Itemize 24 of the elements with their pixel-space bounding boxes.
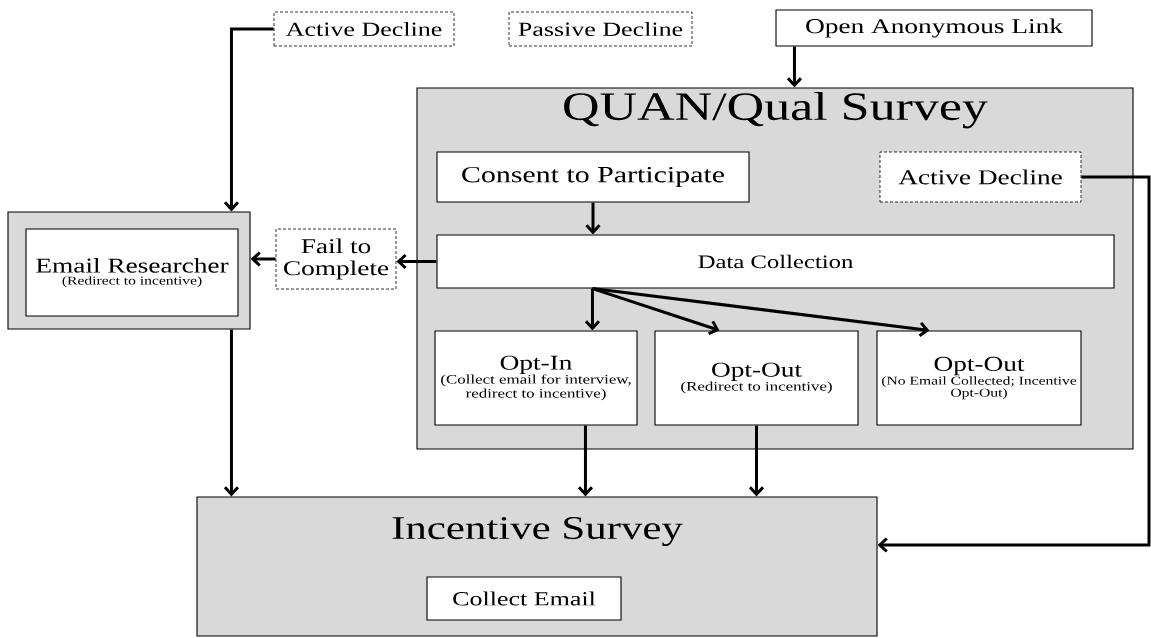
arrow: [877, 175, 1151, 553]
process-box: Collect Email: [426, 576, 622, 621]
decline-box: Fail to Complete: [275, 228, 397, 290]
arrow: [223, 329, 240, 497]
arrow: [592, 287, 720, 336]
arrow: [584, 288, 601, 331]
decline-box: Active Decline: [879, 151, 1082, 203]
process-box: Email Researcher (Redirect to incentive): [25, 228, 239, 317]
process-box: Consent to Participate: [436, 151, 750, 203]
decline-box: Passive Decline: [508, 11, 693, 47]
arrow: [577, 425, 594, 497]
option-box: Opt-Out (Redirect to incentive): [654, 330, 859, 426]
arrow: [748, 425, 765, 497]
process-box: Data Collection: [436, 234, 1115, 289]
arrow: [592, 287, 930, 337]
arrow: [585, 202, 601, 235]
option-box: Opt-Out (No Email Collected; Incentive Opt-Out): [876, 330, 1082, 426]
process-box: Open Anonymous Link: [775, 9, 1093, 47]
arrow: [250, 251, 276, 267]
arrow: [223, 27, 274, 212]
arrow: [396, 253, 437, 270]
decline-box: Active Decline: [273, 11, 455, 47]
arrow: [786, 46, 803, 88]
option-box: Opt-In (Collect email for interview, redirect to incentive): [434, 330, 638, 426]
